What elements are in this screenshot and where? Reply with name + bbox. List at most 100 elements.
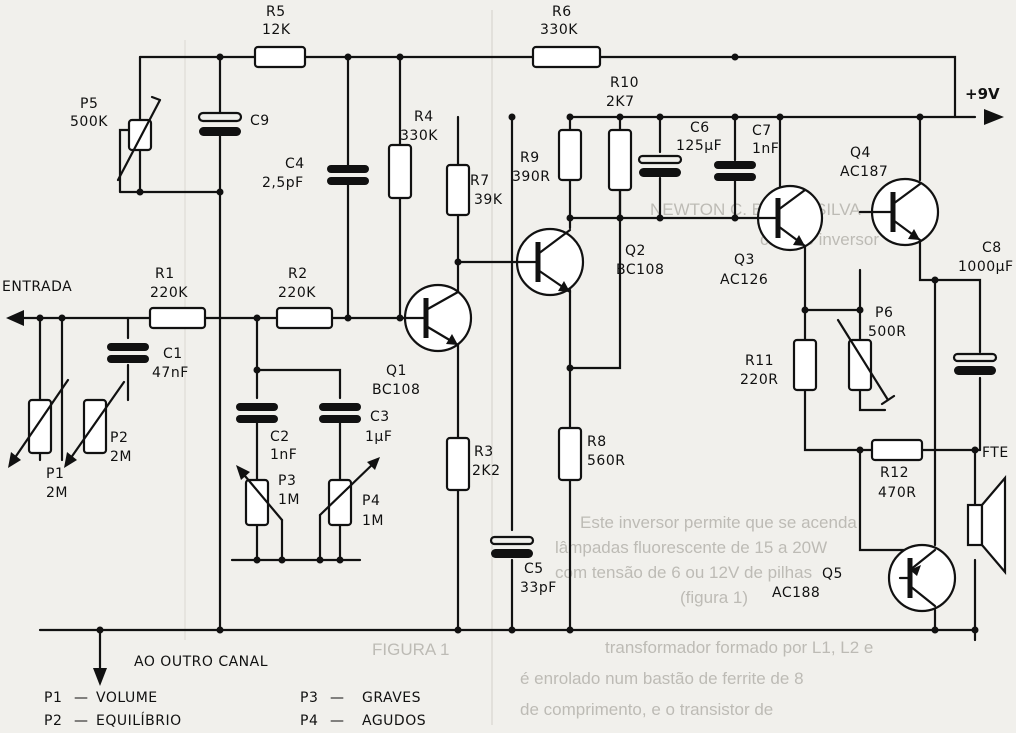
resistor-r2: [275, 306, 334, 330]
capacitor-c7: [714, 161, 756, 181]
supply-label: +9V: [965, 85, 1000, 103]
label-c8-name: C8: [982, 240, 1002, 256]
label-c4-name: C4: [285, 156, 305, 172]
label-c3-name: C3: [370, 409, 390, 425]
label-c2-name: C2: [270, 429, 290, 445]
bleed-figure: FIGURA 1: [372, 640, 449, 659]
label-p6-value: 500R: [868, 324, 906, 340]
legend-p4-text: AGUDOS: [362, 713, 426, 729]
label-r1-value: 220K: [150, 285, 188, 301]
other-channel-arrow-icon: [93, 668, 107, 686]
speaker-icon: [966, 475, 1007, 575]
input-arrow-icon: [6, 310, 24, 326]
speaker-label: FTE: [982, 445, 1009, 461]
bleed-line1: Este inversor permite que se acenda: [580, 513, 857, 532]
legend-p1-key: P1: [44, 690, 62, 706]
potentiometer-p5: [116, 95, 162, 182]
label-p1-name: P1: [46, 466, 64, 482]
resistor-r6: [531, 45, 602, 69]
label-c8-value: 1000µF: [958, 259, 1014, 275]
junctions: [36, 53, 979, 634]
resistors: [148, 45, 924, 492]
label-q2-name: Q2: [625, 243, 646, 259]
label-r10-value: 2K7: [606, 94, 635, 110]
label-r11-value: 220R: [740, 372, 778, 388]
potentiometers: [8, 95, 896, 527]
capacitor-c4: [327, 165, 369, 185]
label-r12-name: R12: [880, 465, 909, 481]
label-c5-value: 33pF: [520, 580, 557, 596]
capacitor-c3: [319, 403, 361, 423]
label-q4-value: AC187: [840, 164, 888, 180]
wires: [18, 55, 982, 672]
capacitor-c8: [952, 352, 998, 375]
label-p1-value: 2M: [46, 485, 68, 501]
bleed-through-text: NEWTON C. BRAGA SILVA circuito inversor …: [184, 10, 879, 725]
legend-p4-sep: —: [330, 713, 345, 729]
label-r10-name: R10: [610, 75, 639, 91]
legend: P1 — VOLUME P2 — EQUILÍBRIO P3 — GRAVES …: [44, 690, 426, 729]
bleed-line5: transformador formado por L1, L2 e: [605, 638, 873, 657]
component-labels: R5 12K R6 330K P5 500K C9 C4 2,5pF R4 33…: [46, 4, 1014, 601]
label-r11-name: R11: [745, 353, 774, 369]
label-p2-name: P2: [110, 430, 128, 446]
label-q5-value: AC188: [772, 585, 820, 601]
transistor-q5: [887, 543, 957, 613]
resistor-r5: [253, 45, 307, 69]
label-c4-value: 2,5pF: [262, 175, 304, 191]
transistor-q4: [858, 177, 940, 247]
label-p4-value: 1M: [362, 513, 384, 529]
label-q3-name: Q3: [734, 252, 755, 268]
label-p6-name: P6: [875, 305, 893, 321]
label-r3-name: R3: [474, 444, 494, 460]
label-p4-name: P4: [362, 493, 380, 509]
label-r12-value: 470R: [878, 485, 916, 501]
capacitor-c5: [489, 535, 535, 558]
resistor-r7: [445, 163, 471, 217]
capacitor-c1: [107, 343, 149, 363]
label-r8-value: 560R: [587, 453, 625, 469]
label-p2-value: 2M: [110, 449, 132, 465]
capacitor-c2: [236, 403, 278, 423]
transistor-q2: [515, 227, 585, 297]
bleed-line4: (figura 1): [680, 588, 748, 607]
resistor-r8: [557, 426, 583, 482]
label-r5-value: 12K: [262, 22, 291, 38]
label-p5-name: P5: [80, 96, 98, 112]
bleed-line2: lâmpadas fluorescente de 15 a 20W: [555, 538, 827, 557]
transistor-q3: [756, 184, 824, 252]
legend-p4-key: P4: [300, 713, 318, 729]
capacitor-c9: [197, 111, 243, 136]
legend-p1-text: VOLUME: [96, 690, 158, 706]
label-r2-name: R2: [288, 266, 308, 282]
bleed-header1: NEWTON C. BRAGA SILVA: [650, 200, 861, 219]
label-c1-name: C1: [163, 346, 183, 362]
label-c5-name: C5: [524, 561, 544, 577]
label-p5-value: 500K: [70, 114, 108, 130]
label-r9-value: 390R: [512, 169, 550, 185]
input-label: ENTRADA: [2, 279, 72, 295]
legend-p3-text: GRAVES: [362, 690, 421, 706]
legend-p1-sep: —: [74, 690, 89, 706]
resistor-r4: [387, 143, 413, 200]
label-c3-value: 1µF: [365, 429, 392, 445]
label-c7-name: C7: [752, 123, 772, 139]
label-p3-name: P3: [278, 473, 296, 489]
label-c7-value: 1nF: [752, 141, 779, 157]
label-c2-value: 1nF: [270, 447, 297, 463]
label-r3-value: 2K2: [472, 463, 501, 479]
label-c1-value: 47nF: [152, 365, 189, 381]
label-c6-value: 125µF: [676, 138, 722, 154]
label-c9-name: C9: [250, 113, 270, 129]
potentiometer-p6: [836, 318, 896, 406]
label-q4-name: Q4: [850, 145, 871, 161]
potentiometer-p3: [236, 465, 284, 527]
capacitors: [107, 111, 998, 558]
label-r6-name: R6: [552, 4, 572, 20]
label-q1-name: Q1: [386, 363, 407, 379]
potentiometer-p4: [318, 457, 380, 527]
legend-p3-sep: —: [330, 690, 345, 706]
label-q3-value: AC126: [720, 272, 768, 288]
label-r7-value: 39K: [474, 192, 503, 208]
legend-p3-key: P3: [300, 690, 318, 706]
